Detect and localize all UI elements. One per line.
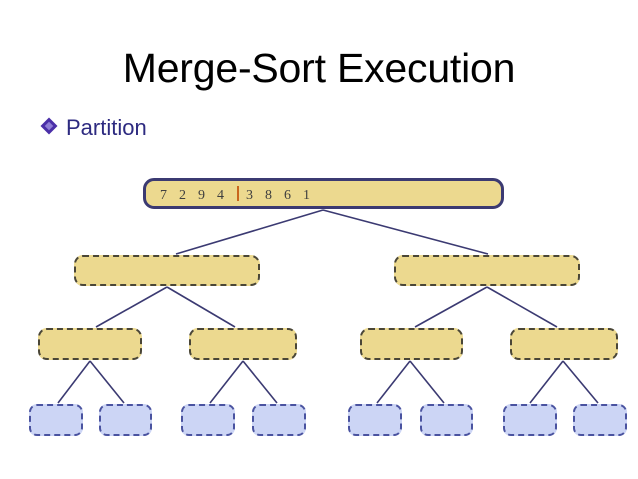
sequence-number: 7 bbox=[160, 187, 167, 203]
sequence-number: 4 bbox=[217, 187, 224, 203]
tree-node-leaf-0[interactable] bbox=[29, 404, 83, 436]
edge-root-l2-1 bbox=[322, 209, 489, 255]
edge-l2-0-l3-0 bbox=[95, 286, 168, 328]
tree-node-leaf-3[interactable] bbox=[252, 404, 306, 436]
sequence-number: 8 bbox=[265, 187, 272, 203]
page-title: Merge-Sort Execution bbox=[122, 45, 516, 91]
edge-l3-3-leaf-7 bbox=[562, 360, 599, 404]
edge-l2-0-l3-1 bbox=[166, 286, 236, 328]
sequence-number: 9 bbox=[198, 187, 205, 203]
bullet-label: Partition bbox=[66, 115, 147, 140]
tree-node-leaf-5[interactable] bbox=[420, 404, 473, 436]
sequence-separator bbox=[237, 185, 239, 201]
edge-l3-3-leaf-6 bbox=[529, 360, 564, 404]
tree-node-level3-0[interactable] bbox=[38, 328, 142, 360]
edge-l3-0-leaf-0 bbox=[57, 360, 91, 404]
edge-l3-1-leaf-3 bbox=[242, 360, 278, 404]
sequence-number: 6 bbox=[284, 187, 291, 203]
sequence-number: 2 bbox=[179, 187, 186, 203]
tree-node-leaf-7[interactable] bbox=[573, 404, 627, 436]
tree-node-level3-1[interactable] bbox=[189, 328, 297, 360]
sequence-number: 1 bbox=[303, 187, 310, 203]
tree-node-leaf-2[interactable] bbox=[181, 404, 235, 436]
edge-l2-1-l3-3 bbox=[486, 286, 558, 328]
tree-node-leaf-6[interactable] bbox=[503, 404, 557, 436]
edge-l3-2-leaf-5 bbox=[409, 360, 445, 404]
tree-node-level3-3[interactable] bbox=[510, 328, 618, 360]
edge-l3-0-leaf-1 bbox=[89, 360, 125, 404]
sequence-number: 3 bbox=[246, 187, 253, 203]
tree-node-leaf-1[interactable] bbox=[99, 404, 152, 436]
tree-node-leaf-4[interactable] bbox=[348, 404, 402, 436]
tree-node-level2-0[interactable] bbox=[74, 255, 260, 286]
edge-l2-1-l3-2 bbox=[414, 286, 488, 328]
tree-node-level2-1[interactable] bbox=[394, 255, 580, 286]
edge-l3-2-leaf-4 bbox=[376, 360, 411, 404]
edge-l3-1-leaf-2 bbox=[209, 360, 244, 404]
tree-node-level3-2[interactable] bbox=[360, 328, 463, 360]
bullet-partition: Partition bbox=[40, 115, 147, 140]
edge-root-l2-0 bbox=[175, 209, 324, 255]
